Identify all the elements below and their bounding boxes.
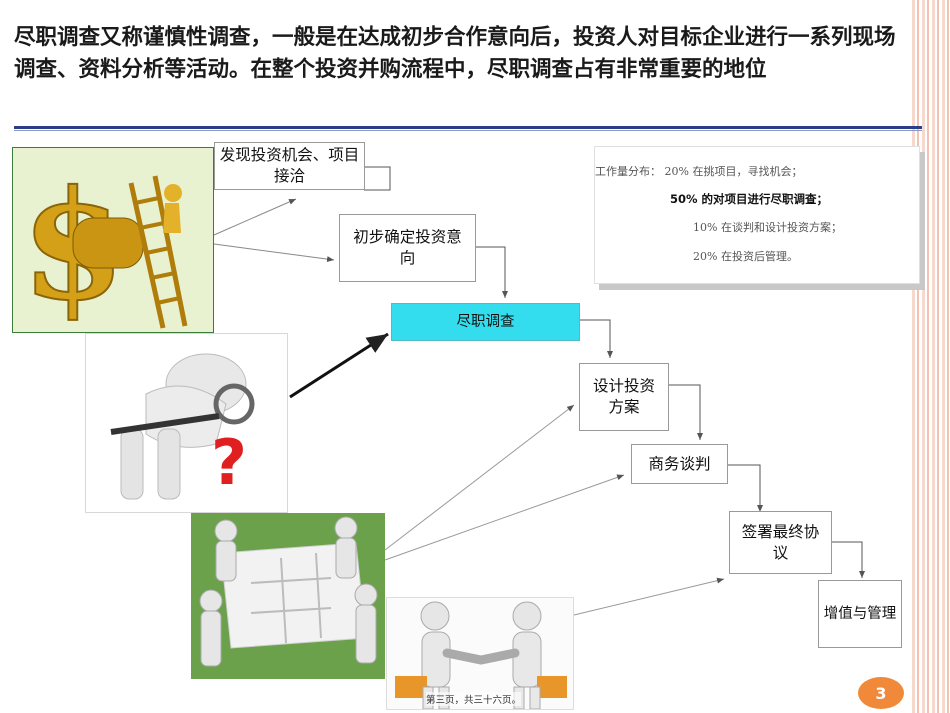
step-design-plan: 设计投资方案	[579, 363, 669, 431]
step-find-opportunity: 发现投资机会、项目接洽	[214, 142, 365, 190]
gold-dollar-image: $	[12, 147, 214, 333]
workload-line-1: 工作量分布： 20% 在挑项目，寻找机会；	[595, 165, 803, 178]
title-divider	[14, 126, 922, 129]
magnifier-question-image: ?	[85, 333, 288, 513]
page-number-badge: 3	[858, 677, 904, 709]
handshake-image	[386, 597, 574, 710]
step-sign-agreement: 签署最终协议	[729, 511, 832, 574]
puzzle-team-image	[191, 513, 385, 679]
svg-text:?: ?	[211, 426, 247, 499]
workload-line-4: 20% 在投资后管理。	[693, 250, 798, 263]
workload-line-2: 50% 的对项目进行尽职调查；	[670, 192, 829, 206]
step-value-management: 增值与管理	[818, 580, 902, 648]
workload-distribution-note: 工作量分布： 20% 在挑项目，寻找机会； 50% 的对项目进行尽职调查； 10…	[594, 146, 920, 284]
step-due-diligence: 尽职调查	[391, 303, 580, 341]
page-footer: 第三页，共三十六页。	[426, 692, 522, 706]
title-divider-thin	[14, 130, 922, 131]
slide-title: 尽职调查又称谨慎性调查，一般是在达成初步合作意向后，投资人对目标企业进行一系列现…	[14, 25, 896, 82]
decorative-stripes	[912, 0, 950, 713]
workload-line-3: 10% 在谈判和设计投资方案；	[693, 221, 842, 234]
step-negotiation: 商务谈判	[631, 444, 728, 484]
step-initial-intent: 初步确定投资意向	[339, 214, 476, 282]
